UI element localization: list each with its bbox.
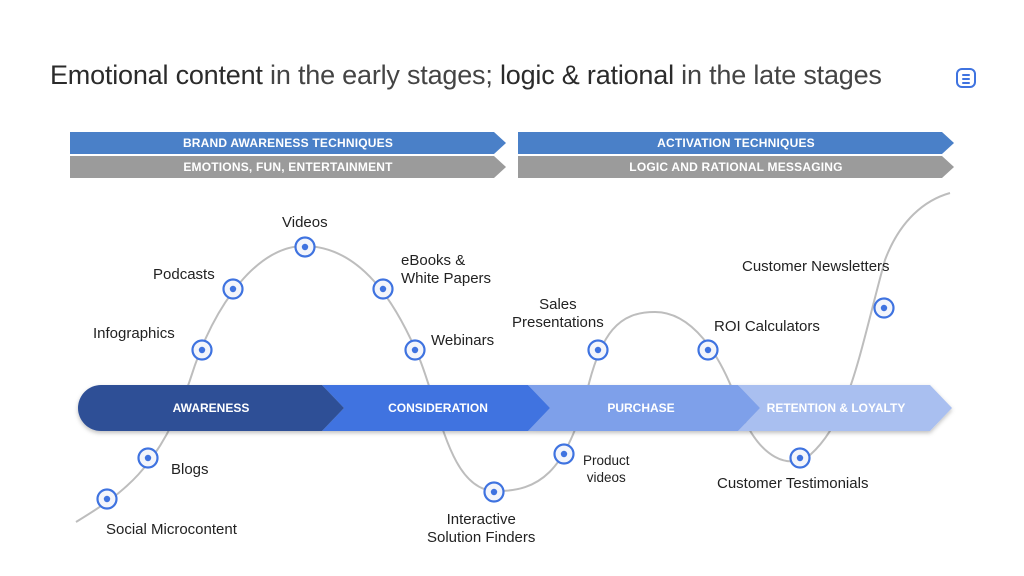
band-logic-label: LOGIC AND RATIONAL MESSAGING <box>629 160 843 174</box>
stage-label-purchase: PURCHASE <box>607 401 674 415</box>
node-label-sales-presentations: Sales Presentations <box>512 296 604 332</box>
node-label-pv-line2: videos <box>586 470 626 485</box>
band-brand-awareness: BRAND AWARENESS TECHNIQUES <box>70 132 506 154</box>
stage-label-retention-loyalty: RETENTION & LOYALTY <box>767 401 906 415</box>
band-activation-label: ACTIVATION TECHNIQUES <box>657 136 815 150</box>
notes-icon[interactable] <box>956 68 976 88</box>
node-label-social-microcontent: Social Microcontent <box>106 521 237 538</box>
node-marker-infographics <box>191 339 213 361</box>
node-marker-podcasts <box>222 278 244 300</box>
title-late: in the late stages <box>673 60 882 90</box>
node-label-customer-newsletters: Customer Newsletters <box>742 258 890 275</box>
node-label-webinars: Webinars <box>431 332 495 349</box>
stage-awareness <box>78 385 344 431</box>
node-marker-videos <box>294 236 316 258</box>
node-marker-customer-newsletters <box>873 297 895 319</box>
node-label-pv-line1: Product <box>583 453 630 468</box>
node-label-blogs: Blogs <box>171 461 209 478</box>
node-marker-sales-presentations <box>587 339 609 361</box>
node-label-ebooks-line1: eBooks & <box>401 252 466 269</box>
node-label-sp-line2: Presentations <box>512 314 604 331</box>
node-marker-social-microcontent <box>96 488 118 510</box>
title-early: in the early stages; <box>262 60 500 90</box>
stage-retention-loyalty <box>738 385 952 431</box>
node-label-ebooks-line2: White Papers <box>401 270 492 287</box>
node-label-isf-line1: Interactive <box>446 511 516 528</box>
stage-consideration <box>322 385 550 431</box>
node-label-podcasts: Podcasts <box>153 266 215 283</box>
node-marker-customer-testimonials <box>789 447 811 469</box>
node-marker-interactive-solution-finders <box>483 481 505 503</box>
stage-purchase <box>528 385 760 431</box>
band-logic: LOGIC AND RATIONAL MESSAGING <box>518 156 954 178</box>
node-label-interactive-solution-finders: Interactive Solution Finders <box>427 511 535 547</box>
node-marker-roi-calculators <box>697 339 719 361</box>
stage-label-consideration: CONSIDERATION <box>388 401 488 415</box>
node-label-ebooks: eBooks & White Papers <box>401 252 491 288</box>
node-label-isf-line2: Solution Finders <box>427 529 536 546</box>
band-emotions-label: EMOTIONS, FUN, ENTERTAINMENT <box>183 160 393 174</box>
node-label-roi-calculators: ROI Calculators <box>714 318 820 335</box>
band-brand-awareness-label: BRAND AWARENESS TECHNIQUES <box>182 136 394 150</box>
node-marker-blogs <box>137 447 159 469</box>
node-marker-webinars <box>404 339 426 361</box>
node-label-videos: Videos <box>282 214 328 231</box>
node-marker-product-videos <box>553 443 575 465</box>
slide-title: Emotional content in the early stages; l… <box>50 60 882 91</box>
node-marker-ebooks-white-papers <box>372 278 394 300</box>
title-logic: logic & rational <box>499 60 674 90</box>
band-emotions: EMOTIONS, FUN, ENTERTAINMENT <box>70 156 506 178</box>
node-label-sp-line1: Sales <box>539 296 577 313</box>
node-label-customer-testimonials: Customer Testimonials <box>717 475 869 492</box>
stage-label-awareness: AWARENESS <box>173 401 250 415</box>
title-emotional: Emotional content <box>50 60 263 90</box>
node-label-infographics: Infographics <box>93 325 175 342</box>
node-label-product-videos: Product videos <box>583 452 630 486</box>
band-activation: ACTIVATION TECHNIQUES <box>518 132 954 154</box>
